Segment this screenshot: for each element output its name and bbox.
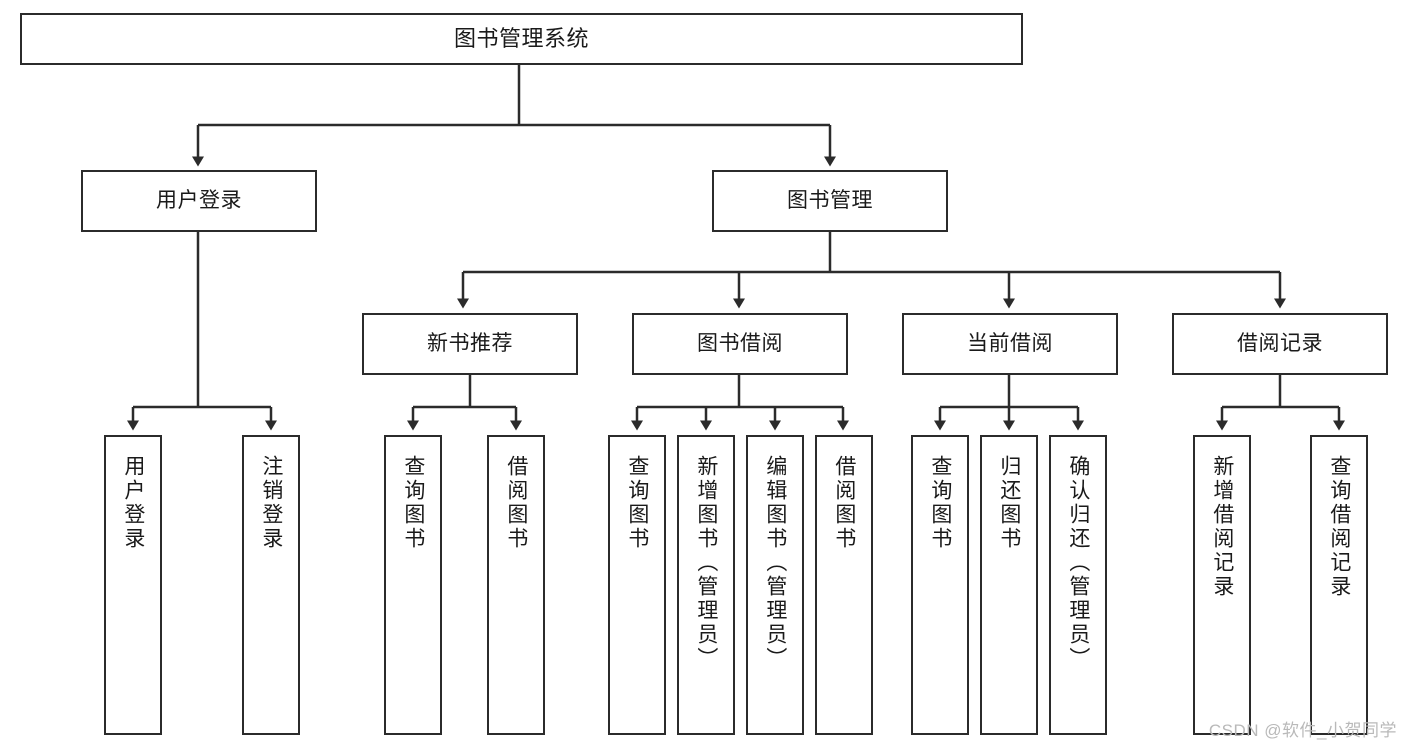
node-label: 用户登录	[121, 455, 145, 551]
node-label: 借阅记录	[1237, 331, 1323, 355]
node-label: 查询借阅记录	[1327, 455, 1351, 599]
leaf-user-login-logout[interactable]: 注销登录	[242, 435, 300, 735]
node-root-system[interactable]: 图书管理系统	[20, 13, 1023, 65]
node-label: 当前借阅	[967, 331, 1053, 355]
node-label: 借阅图书	[832, 455, 856, 551]
node-label: 图书借阅	[697, 331, 783, 355]
node-book-borrow[interactable]: 图书借阅	[632, 313, 848, 375]
leaf-user-login-login[interactable]: 用户登录	[104, 435, 162, 735]
leaf-new-book-borrow[interactable]: 借阅图书	[487, 435, 545, 735]
node-user-login[interactable]: 用户登录	[81, 170, 317, 232]
node-label: 注销登录	[259, 455, 283, 551]
node-current-borrow[interactable]: 当前借阅	[902, 313, 1118, 375]
node-label: 新增借阅记录	[1210, 455, 1234, 599]
leaf-book-borrow-edit[interactable]: 编辑图书（管理员）	[746, 435, 804, 735]
leaf-current-borrow-confirm-return[interactable]: 确认归还（管理员）	[1049, 435, 1107, 735]
node-label: 编辑图书（管理员）	[763, 455, 787, 671]
leaf-current-borrow-query[interactable]: 查询图书	[911, 435, 969, 735]
node-label: 新增图书（管理员）	[694, 455, 718, 671]
node-label: 查询图书	[928, 455, 952, 551]
node-book-management[interactable]: 图书管理	[712, 170, 948, 232]
leaf-new-book-query[interactable]: 查询图书	[384, 435, 442, 735]
node-label: 图书管理系统	[453, 26, 589, 52]
node-borrow-record[interactable]: 借阅记录	[1172, 313, 1388, 375]
node-label: 用户登录	[156, 188, 242, 212]
node-label: 查询图书	[625, 455, 649, 551]
leaf-book-borrow-query[interactable]: 查询图书	[608, 435, 666, 735]
watermark: CSDN @软件_小贺同学	[1208, 721, 1397, 740]
node-new-book-recommend[interactable]: 新书推荐	[362, 313, 578, 375]
node-label: 图书管理	[787, 188, 873, 212]
leaf-current-borrow-return[interactable]: 归还图书	[980, 435, 1038, 735]
leaf-book-borrow-borrow[interactable]: 借阅图书	[815, 435, 873, 735]
node-label: 借阅图书	[504, 455, 528, 551]
leaf-borrow-record-add[interactable]: 新增借阅记录	[1193, 435, 1251, 735]
leaf-borrow-record-query[interactable]: 查询借阅记录	[1310, 435, 1368, 735]
node-label: 归还图书	[997, 455, 1021, 551]
leaf-book-borrow-add[interactable]: 新增图书（管理员）	[677, 435, 735, 735]
node-label: 查询图书	[401, 455, 425, 551]
node-label: 新书推荐	[427, 331, 513, 355]
node-label: 确认归还（管理员）	[1066, 455, 1090, 671]
